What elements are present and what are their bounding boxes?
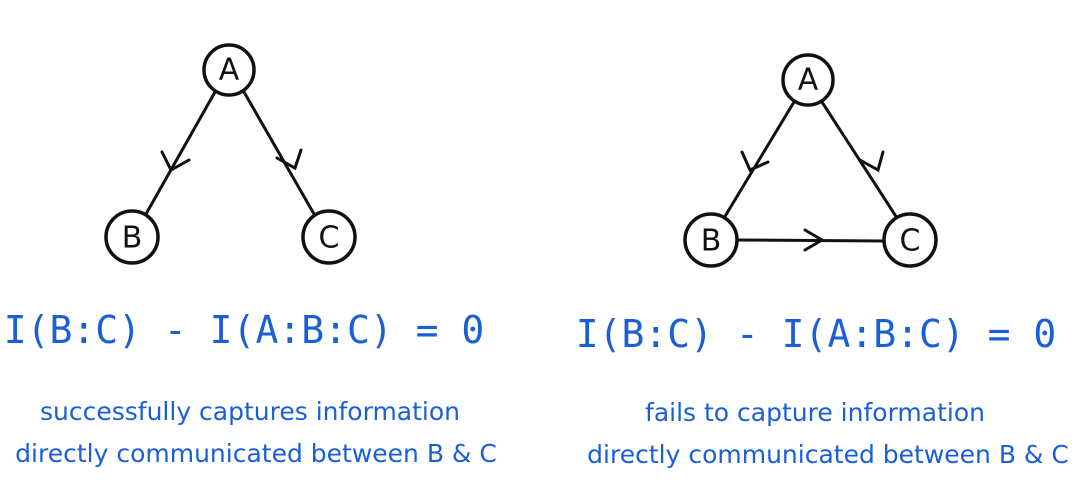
svg-text:B: B (122, 221, 143, 256)
edge-a-to-b (144, 90, 217, 216)
arrowhead-a-to-b (160, 150, 191, 173)
edge-a-to-c (242, 90, 316, 216)
svg-text:A: A (219, 53, 240, 88)
left-equation: I(B:C) - I(A:B:C) = 0 (4, 308, 484, 352)
arrowhead-a-to-c (858, 150, 885, 173)
edge-a-to-b (722, 100, 796, 220)
left-caption-line2: directly communicated between B & C (15, 439, 497, 468)
node-b: B (683, 212, 739, 268)
node-c: C (301, 209, 357, 265)
right-equation: I(B:C) - I(A:B:C) = 0 (576, 312, 1056, 356)
svg-text:B: B (701, 224, 722, 259)
right-graph: A B C I(B:C) - I(A:B:C) = 0 fails to cap… (576, 53, 1069, 469)
svg-text:A: A (798, 63, 819, 98)
node-b: B (104, 209, 160, 265)
arrowhead-a-to-b (740, 150, 770, 172)
svg-text:C: C (319, 221, 340, 256)
node-a: A (202, 43, 256, 97)
left-graph: A B C I(B:C) - I(A:B:C) = 0 successfully… (4, 43, 497, 468)
arrowhead-a-to-c (275, 148, 303, 171)
node-a: A (781, 53, 835, 107)
right-caption-line2: directly communicated between B & C (587, 440, 1069, 469)
svg-text:C: C (900, 224, 921, 259)
edge-b-to-c (735, 238, 886, 243)
right-caption-line1: fails to capture information (645, 398, 985, 427)
left-caption-line1: successfully captures information (40, 397, 460, 426)
node-c: C (882, 212, 938, 268)
arrowhead-b-to-c (803, 228, 825, 252)
